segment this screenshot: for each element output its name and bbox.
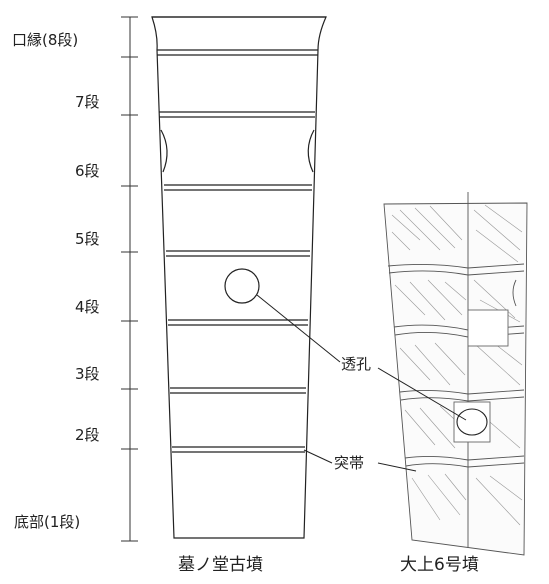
band-7 (159, 111, 315, 118)
callout-hole: 透孔 (341, 355, 371, 373)
band-r2 (404, 455, 525, 468)
through-hole-right (456, 408, 488, 436)
level-label-7: 7段 (75, 93, 100, 111)
level-labels: 口縁(8段) 7段 6段 5段 4段 3段 2段 底部(1段) (12, 31, 100, 531)
band-5 (166, 250, 310, 257)
side-hole-left (160, 129, 168, 173)
level-label-3: 3段 (75, 365, 100, 383)
side-hole-right (307, 129, 315, 173)
level-label-8: 口縁(8段) (12, 31, 78, 49)
band-8 (157, 49, 318, 56)
leader-hole-left (256, 294, 341, 363)
band-r7 (387, 263, 525, 276)
through-hole (224, 268, 260, 304)
leader-hole-right (377, 367, 467, 421)
band-2 (172, 446, 305, 453)
band-4 (168, 319, 308, 326)
level-label-6: 6段 (75, 162, 100, 180)
band-r3 (399, 389, 525, 402)
level-label-2: 2段 (75, 426, 100, 444)
callout-band: 突帯 (334, 454, 364, 472)
cutaway-panel (467, 309, 509, 347)
band-3 (170, 387, 306, 394)
caption-left: 墓ノ堂古墳 (178, 555, 263, 575)
cylinder-outline (151, 16, 327, 539)
cylinder-left (151, 16, 327, 539)
cylinder-right-outline (383, 202, 528, 556)
caption-right: 大上6号墳 (400, 555, 479, 575)
cutaway-panel (453, 401, 491, 443)
side-hole-right-cylinder (512, 279, 517, 307)
bands (157, 49, 318, 453)
cylinder-right (383, 192, 528, 556)
callout-leaders (256, 294, 467, 472)
leader-band-right (377, 462, 417, 472)
leader-band-left (303, 449, 333, 464)
band-6 (164, 184, 312, 191)
level-scale (121, 16, 138, 542)
level-label-4: 4段 (75, 298, 100, 316)
level-label-5: 5段 (75, 230, 100, 248)
level-label-1: 底部(1段) (14, 513, 80, 531)
